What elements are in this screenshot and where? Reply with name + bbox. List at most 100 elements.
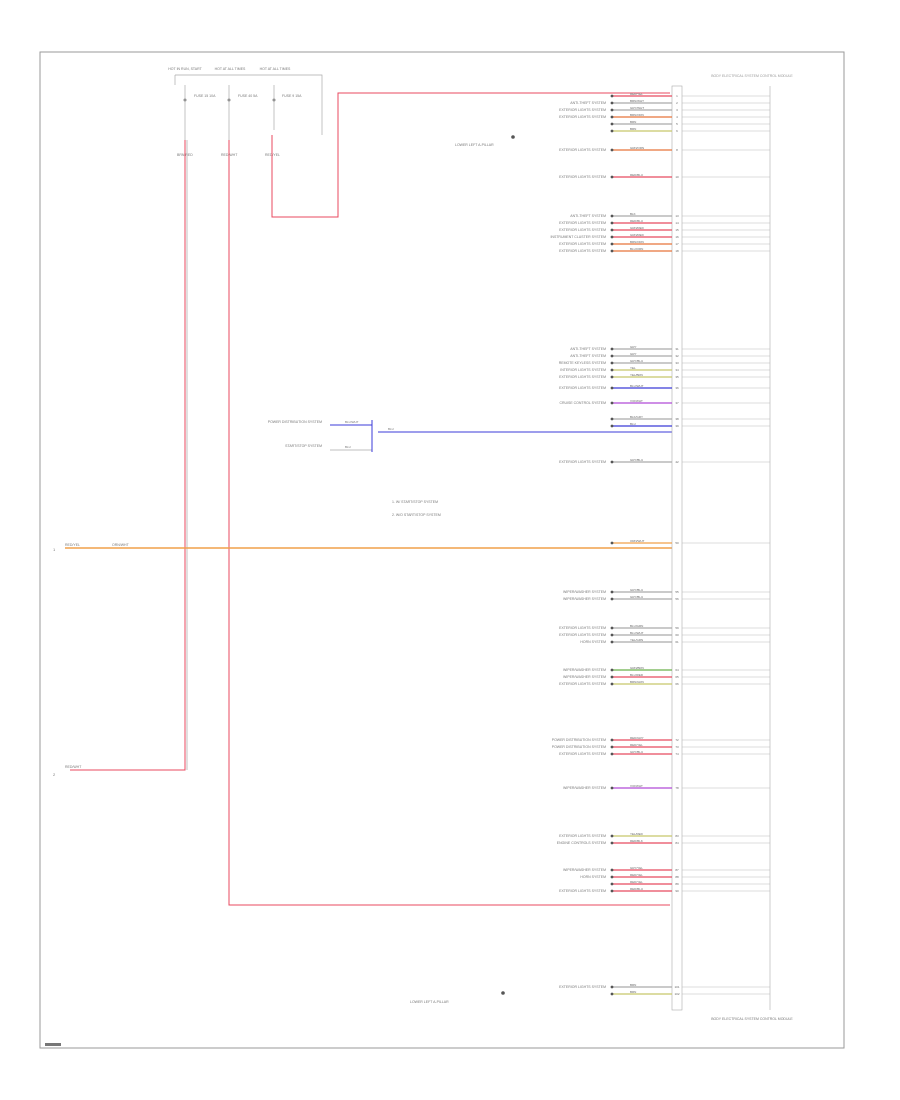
pin-system-label: INTERIOR LIGHTS SYSTEM — [560, 368, 606, 372]
pin-number: 14 — [675, 221, 679, 225]
pin-system-label: EXTERIOR LIGHTS SYSTEM — [559, 626, 606, 630]
pin-number: 89 — [675, 882, 679, 886]
pin-wire-label: GRY/YEL — [630, 866, 643, 870]
pin-row: GRY/BLU 55 WIPER/WASHER SYSTEM — [563, 588, 770, 594]
pin-number: 83 — [675, 834, 679, 838]
pin-wire-label: BLU/RED — [630, 673, 644, 677]
side-marker-1: 1 — [53, 547, 56, 552]
pin-wire-label: BLK/GRY — [630, 415, 643, 419]
pin-terminal — [610, 626, 614, 630]
pin-number: 64 — [675, 668, 679, 672]
side-wire-1b: ORN/WHT — [112, 543, 130, 547]
pin-number: 37 — [675, 401, 679, 405]
pin-wire-label: VIO/WHT — [630, 784, 643, 788]
pin-number: 31 — [675, 347, 679, 351]
note-2: 2. W/O START/STOP SYSTEM — [392, 513, 441, 517]
pin-terminal — [610, 214, 614, 218]
fuse-3-wire: RED/YEL — [265, 153, 280, 157]
pin-number: 55 — [675, 590, 679, 594]
pin-terminal — [610, 460, 614, 464]
pin-system-label: WIPER/WASHER SYSTEM — [563, 675, 606, 679]
pin-terminal — [610, 875, 614, 879]
pin-terminal — [610, 675, 614, 679]
fuse-2-rating: FUSE 40 5A — [238, 94, 258, 98]
pin-number: 59 — [675, 626, 679, 630]
fuse-2-wire: RED/WHT — [221, 153, 238, 157]
pin-system-label: EXTERIOR LIGHTS SYSTEM — [559, 148, 606, 152]
pin-wire-label: YEL — [630, 366, 636, 370]
pin-system-label: WIPER/WASHER SYSTEM — [563, 590, 606, 594]
pin-wire-label: GRY/WHT — [630, 106, 644, 110]
pin-system-label: EXTERIOR LIGHTS SYSTEM — [559, 175, 606, 179]
pin-system-label: EXTERIOR LIGHTS SYSTEM — [559, 375, 606, 379]
pin-terminal — [610, 841, 614, 845]
pin-terminal — [610, 597, 614, 601]
pin-terminal — [610, 752, 614, 756]
pin-wire-label: GRN/RED — [630, 226, 645, 230]
pin-number: 17 — [675, 242, 679, 246]
left-group-wire-1-label: BLU/WHT — [345, 420, 359, 424]
pin-wire-label: YEL/RED — [630, 832, 644, 836]
pin-system-label: EXTERIOR LIGHTS SYSTEM — [559, 985, 606, 989]
pin-number: 102 — [674, 992, 679, 996]
left-group-joined-label: BLU — [388, 427, 394, 431]
pin-terminal — [610, 148, 614, 152]
wire-fuse2-down — [228, 140, 670, 906]
pin-system-label: EXTERIOR LIGHTS SYSTEM — [559, 460, 606, 464]
wire-fuse1-left — [70, 140, 186, 771]
pin-terminal — [610, 682, 614, 686]
left-group-label-1: POWER DISTRIBUTION SYSTEM — [268, 420, 322, 424]
pin-wire-label: BRN — [630, 990, 636, 994]
pin-wire-label: GRY/BLU — [630, 588, 643, 592]
pin-terminal — [610, 640, 614, 644]
pin-terminal — [610, 745, 614, 749]
pin-wire-label: BLU/WHT — [630, 384, 644, 388]
fuse-leads — [184, 85, 275, 140]
pin-number: 73 — [675, 745, 679, 749]
pin-wire-label: GRY/BLU — [630, 750, 643, 754]
pin-number: 74 — [675, 752, 679, 756]
fuse-1-name: HOT IN RUN, START — [168, 67, 202, 71]
pin-terminal — [610, 401, 614, 405]
pin-row: GRY/BLU 74 EXTERIOR LIGHTS SYSTEM — [559, 750, 770, 756]
pin-terminal — [610, 129, 614, 133]
pin-system-label: EXTERIOR LIGHTS SYSTEM — [559, 228, 606, 232]
fuse-1: HOT IN RUN, START FUSE 15 10A BRN/RED — [168, 67, 216, 157]
left-group-label-2: START/STOP SYSTEM — [285, 444, 322, 448]
pin-number: 38 — [675, 417, 679, 421]
pin-wire-label: BRN — [630, 127, 636, 131]
pin-number: 72 — [675, 738, 679, 742]
pin-wire-label: GRY/BLU — [630, 458, 643, 462]
pin-number: 65 — [675, 675, 679, 679]
pin-terminal — [610, 541, 614, 545]
pin-system-label: EXTERIOR LIGHTS SYSTEM — [559, 682, 606, 686]
pin-terminal — [610, 375, 614, 379]
fuse-3: HOT AT ALL TIMES FUSE 9 15A RED/YEL — [260, 67, 302, 157]
pin-wire-label: BRN/ORN — [630, 240, 644, 244]
pin-wire-label: ORN/WHT — [630, 539, 644, 543]
pin-system-label: EXTERIOR LIGHTS SYSTEM — [559, 752, 606, 756]
pin-number: 1 — [676, 94, 678, 98]
pin-number: 42 — [675, 460, 679, 464]
pin-number: 2 — [676, 101, 678, 105]
